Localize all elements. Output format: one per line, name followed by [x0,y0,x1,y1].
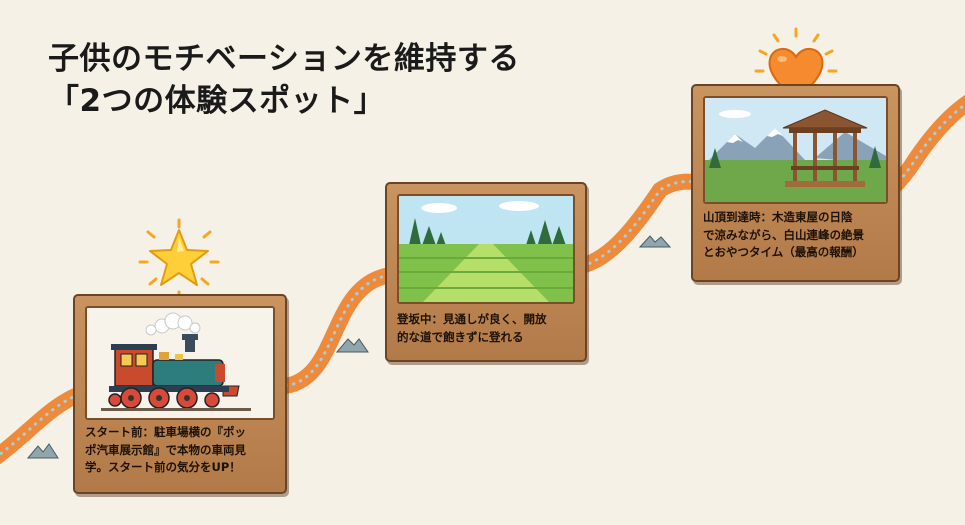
spot-text-climbing: 登坂中：見通しが良く、開放 的な道で飽きずに登れる [397,311,577,346]
text-line: ポ汽車展示館』で本物の車両見 [85,442,246,457]
mountain-icon [26,235,672,459]
star-icon [138,218,220,300]
text-line: 的な道で飽きずに登れる [397,329,524,344]
title-line-2: 「2つの体験スポット」 [48,83,386,119]
spot-text-summit: 山頂到達時：木造東屋の日陰 で涼みながら、白山連峰の絶景 とおやつタイム（最高の… [703,209,890,262]
title-line-1: 子供のモチベーションを維持する [48,41,520,77]
spot-card-summit: 山頂到達時：木造東屋の日陰 で涼みながら、白山連峰の絶景 とおやつタイム（最高の… [691,84,900,282]
text-line: で涼みながら、白山連峰の絶景 [703,227,864,242]
spot-card-climbing: 登坂中：見通しが良く、開放 的な道で飽きずに登れる [385,182,587,362]
text-line: 登坂中：見通しが良く、開放 [397,312,547,326]
text-line: とおやつタイム（最高の報酬） [703,245,864,259]
locomotive-picture [85,306,275,420]
spot-card-start: スタート前：駐車場横の『ポッ ポ汽車展示館』で本物の車両見 学。スタート前の気分… [73,294,287,494]
text-line: スタート前：駐車場横の『ポッ [85,425,246,439]
gazebo-picture [703,96,888,204]
page-title: 子供のモチベーションを維持する 「2つの体験スポット」 [48,38,520,122]
text-line: 学。スタート前の気分をUP！ [85,460,241,474]
grass-path-picture [397,194,575,304]
text-line: 山頂到達時：木造東屋の日陰 [703,210,853,224]
spot-text-start: スタート前：駐車場横の『ポッ ポ汽車展示館』で本物の車両見 学。スタート前の気分… [85,424,277,477]
